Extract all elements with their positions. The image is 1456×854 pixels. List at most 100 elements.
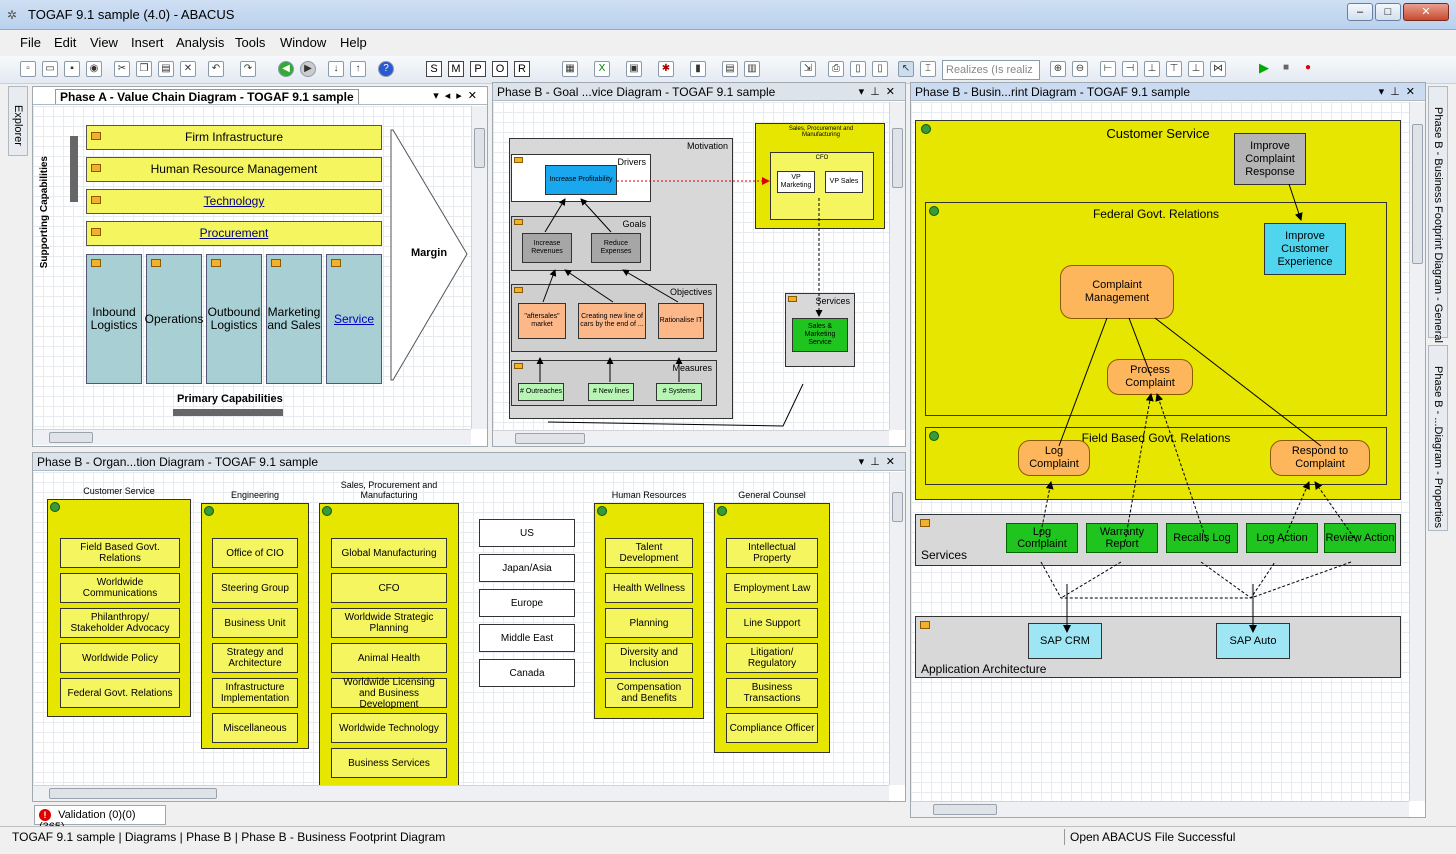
organization-vscroll[interactable]: [889, 472, 905, 785]
footprint-properties-tab[interactable]: Phase B - ...Diagram - Properties: [1428, 345, 1448, 531]
service-recalls-log[interactable]: Recalls Log: [1166, 523, 1238, 553]
improve-customer-experience-goal[interactable]: Improve Customer Experience: [1264, 223, 1346, 275]
web-icon[interactable]: ◉: [86, 61, 102, 77]
log-complaint-process[interactable]: Log Complaint: [1018, 440, 1090, 476]
align-right-icon[interactable]: ⊣: [1122, 61, 1138, 77]
footprint-pane-controls[interactable]: ▾⊥✕: [1378, 86, 1421, 98]
support-procurement[interactable]: Procurement: [86, 221, 382, 246]
forward-icon[interactable]: ▶: [300, 61, 316, 77]
primary-service[interactable]: Service: [326, 254, 382, 384]
align-left-icon[interactable]: ⊢: [1100, 61, 1116, 77]
toolbar-o-button[interactable]: O: [492, 61, 508, 77]
scroll-thumb[interactable]: [892, 128, 903, 188]
org-unit[interactable]: Compliance Officer: [726, 713, 818, 743]
menu-view[interactable]: View: [90, 35, 118, 50]
sort-az-icon[interactable]: ↓: [328, 61, 344, 77]
report-icon[interactable]: ▤: [722, 61, 738, 77]
chart-icon[interactable]: ▮: [690, 61, 706, 77]
close-button[interactable]: ✕: [1403, 3, 1449, 21]
org-unit[interactable]: Business Transactions: [726, 678, 818, 708]
org-unit[interactable]: Field Based Govt. Relations: [60, 538, 180, 568]
goal-increase-revenues[interactable]: Increase Revenues: [522, 233, 572, 263]
footprint-hscroll[interactable]: [911, 801, 1409, 817]
measure-new-lines[interactable]: # New lines: [588, 383, 634, 401]
org-unit[interactable]: Business Services: [331, 748, 447, 778]
page-icon[interactable]: ▯: [872, 61, 888, 77]
service-review-action[interactable]: Review Action: [1324, 523, 1396, 553]
value-chain-canvas[interactable]: Supporting Capabilities Firm Infrastruct…: [33, 106, 471, 429]
menu-tools[interactable]: Tools: [235, 35, 266, 50]
scroll-thumb[interactable]: [515, 433, 585, 444]
goal-service-canvas[interactable]: Motivation Drivers Increase Profitabilit…: [493, 102, 889, 430]
run-icon[interactable]: ▶: [1259, 60, 1269, 75]
org-unit[interactable]: Federal Govt. Relations: [60, 678, 180, 708]
footprint-canvas[interactable]: Customer Service Improve Complaint Respo…: [911, 102, 1409, 801]
primary-marketing[interactable]: Marketing and Sales: [266, 254, 322, 384]
scroll-thumb[interactable]: [892, 492, 903, 522]
validation-tab[interactable]: ! Validation (0)(0)(365): [34, 805, 166, 833]
scroll-thumb[interactable]: [49, 788, 217, 799]
menu-analysis[interactable]: Analysis: [176, 35, 225, 50]
menu-window[interactable]: Window: [280, 35, 327, 50]
vp-marketing-node[interactable]: VP Marketing: [777, 171, 815, 193]
layout-icon[interactable]: ▥: [744, 61, 760, 77]
align-center-icon[interactable]: ⊥: [1144, 61, 1160, 77]
delete-icon[interactable]: ✕: [180, 61, 196, 77]
footprint-vscroll[interactable]: [1409, 102, 1425, 801]
sales-marketing-service[interactable]: Sales & Marketing Service: [792, 318, 848, 352]
measure-outreaches[interactable]: # Outreaches: [518, 383, 564, 401]
value-chain-tab[interactable]: Phase A - Value Chain Diagram - TOGAF 9.…: [55, 89, 359, 104]
org-unit[interactable]: Infrastructure Implementation: [212, 678, 298, 708]
scroll-thumb[interactable]: [49, 432, 93, 443]
org-unit[interactable]: Worldwide Communications: [60, 573, 180, 603]
org-unit[interactable]: Miscellaneous: [212, 713, 298, 743]
service-log-complaint[interactable]: Log Complaint: [1006, 523, 1078, 553]
org-unit[interactable]: Strategy and Architecture: [212, 643, 298, 673]
cut-icon[interactable]: ✂: [114, 61, 130, 77]
location-node[interactable]: Europe: [479, 589, 575, 617]
org-unit[interactable]: Talent Development: [605, 538, 693, 568]
toolbar-s-button[interactable]: S: [426, 61, 442, 77]
footprint-general-tab[interactable]: Phase B - Business Footprint Diagram - G…: [1428, 86, 1448, 343]
scroll-thumb[interactable]: [1412, 124, 1423, 264]
save-icon[interactable]: ▪: [64, 61, 80, 77]
network-icon[interactable]: ✱: [658, 61, 674, 77]
objective-new-line[interactable]: Creating new line of cars by the end of …: [578, 303, 646, 339]
primary-operations[interactable]: Operations: [145, 254, 203, 384]
org-unit[interactable]: Business Unit: [212, 608, 298, 638]
vp-sales-node[interactable]: VP Sales: [825, 171, 863, 193]
organization-canvas[interactable]: Customer Service Field Based Govt. Relat…: [33, 472, 889, 793]
complaint-management-process[interactable]: Complaint Management: [1060, 265, 1174, 319]
explorer-tab[interactable]: Explorer: [8, 86, 28, 156]
toolbar-p-button[interactable]: P: [470, 61, 486, 77]
stop-icon[interactable]: ■: [1282, 62, 1290, 73]
org-unit[interactable]: Health Wellness: [605, 573, 693, 603]
toolbar-r-button[interactable]: R: [514, 61, 530, 77]
org-unit[interactable]: Office of CIO: [212, 538, 298, 568]
menu-help[interactable]: Help: [340, 35, 367, 50]
org-unit[interactable]: CFO: [331, 573, 447, 603]
menu-insert[interactable]: Insert: [131, 35, 164, 50]
excel-icon[interactable]: X: [594, 61, 610, 77]
goal-service-hscroll[interactable]: [493, 430, 889, 446]
align-bottom-icon[interactable]: ⊥: [1188, 61, 1204, 77]
menu-edit[interactable]: Edit: [54, 35, 77, 50]
redo-icon[interactable]: ↷: [240, 61, 256, 77]
pointer-icon[interactable]: ↖: [898, 61, 914, 77]
back-icon[interactable]: ◀: [278, 61, 294, 77]
app-sap-crm[interactable]: SAP CRM: [1028, 623, 1102, 659]
service-warranty-report[interactable]: Warranty Report: [1086, 523, 1158, 553]
respond-to-complaint-process[interactable]: Respond to Complaint: [1270, 440, 1370, 476]
help-icon[interactable]: ?: [378, 61, 394, 77]
increase-profitability-node[interactable]: Increase Profitability: [545, 165, 617, 195]
location-node[interactable]: Middle East: [479, 624, 575, 652]
process-complaint-process[interactable]: Process Complaint: [1107, 359, 1193, 395]
org-unit[interactable]: Line Support: [726, 608, 818, 638]
org-unit[interactable]: Animal Health: [331, 643, 447, 673]
print-preview-icon[interactable]: ▯: [850, 61, 866, 77]
org-unit[interactable]: Compensation and Benefits: [605, 678, 693, 708]
org-unit[interactable]: Diversity and Inclusion: [605, 643, 693, 673]
paste-icon[interactable]: ▤: [158, 61, 174, 77]
org-unit[interactable]: Worldwide Licensing and Business Develop…: [331, 677, 447, 710]
support-hrm[interactable]: Human Resource Management: [86, 157, 382, 182]
